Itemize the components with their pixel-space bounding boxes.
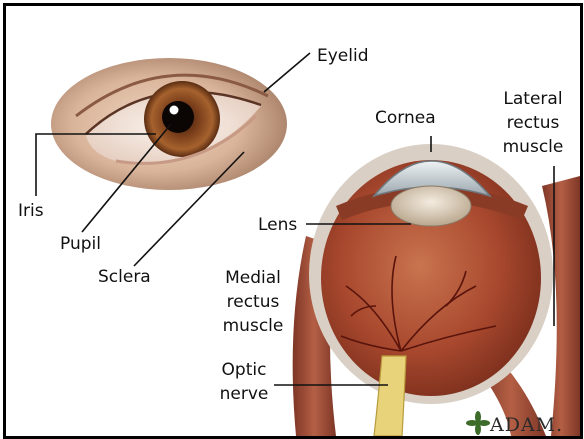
label-medial-rectus-2: rectus	[227, 292, 280, 312]
label-medial-rectus-1: Medial	[225, 268, 281, 288]
leaf-icon	[466, 411, 490, 435]
diagram-frame: Eyelid Cornea Lateral rectus muscle Iris…	[3, 3, 583, 439]
pupil-highlight	[170, 106, 179, 115]
label-sclera: Sclera	[98, 267, 151, 287]
label-medial-rectus-3: muscle	[223, 316, 284, 336]
external-eye-illustration	[51, 58, 287, 190]
label-optic-nerve-1: Optic	[222, 360, 267, 380]
label-iris: Iris	[18, 201, 44, 221]
label-optic-nerve-2: nerve	[220, 384, 269, 404]
adam-logo: ADAM.	[466, 411, 563, 436]
eyelid-leader	[264, 53, 310, 92]
label-eyelid: Eyelid	[317, 46, 369, 66]
lens-shape	[391, 186, 471, 226]
label-cornea: Cornea	[375, 108, 436, 128]
logo-text: ADAM.	[489, 414, 563, 436]
label-pupil: Pupil	[60, 234, 101, 254]
eye-anatomy-diagram: Eyelid Cornea Lateral rectus muscle Iris…	[6, 6, 580, 436]
label-lateral-rectus-2: rectus	[507, 113, 560, 133]
label-lateral-rectus-1: Lateral	[503, 89, 562, 109]
eyeball-cross-section	[293, 144, 580, 436]
label-lateral-rectus-3: muscle	[503, 137, 564, 157]
label-lens: Lens	[258, 215, 297, 235]
